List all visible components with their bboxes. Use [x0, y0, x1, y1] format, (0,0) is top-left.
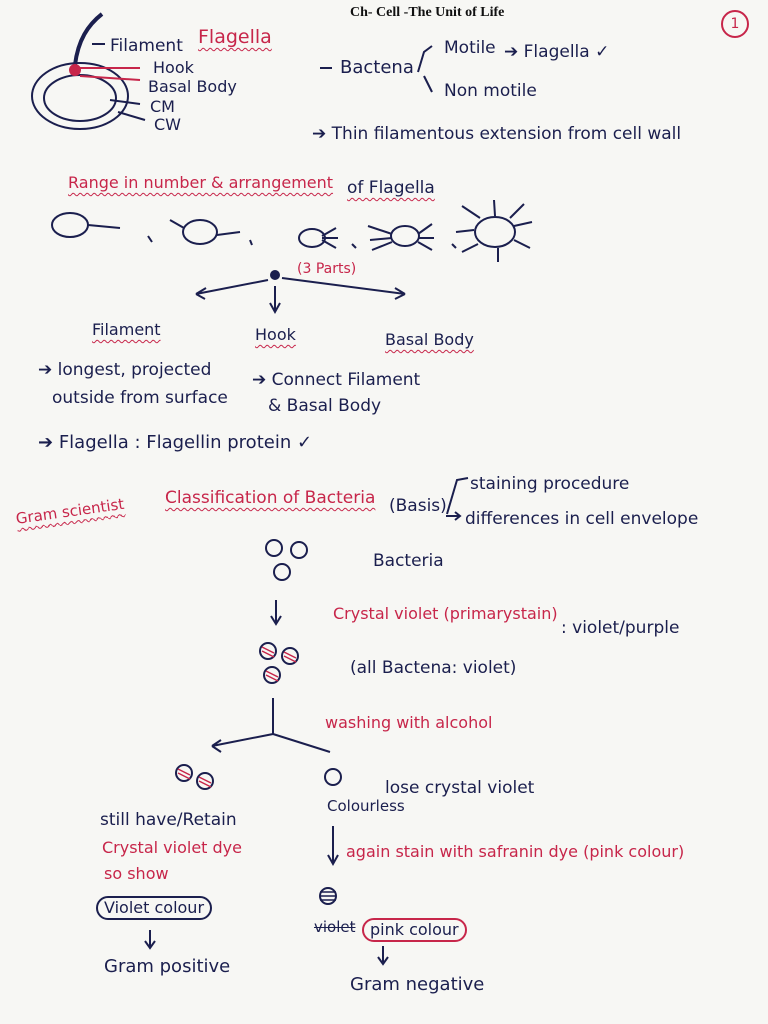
label-basal-body: Basal Body	[148, 77, 237, 96]
basis-staining: staining procedure	[470, 474, 630, 494]
bacteria-cells	[144, 539, 389, 966]
flagella-title: Flagella	[198, 26, 272, 48]
parts-branch-arrows	[195, 270, 406, 315]
classification-basis: (Basis)	[389, 496, 447, 516]
retain-note-2: Crystal violet dye	[102, 838, 242, 857]
motile-label: Motile	[444, 38, 496, 58]
filament-note-2: outside from surface	[52, 388, 228, 408]
washing-alcohol: washing with alcohol	[325, 713, 493, 732]
part-filament: Filament	[92, 320, 161, 339]
retain-note-3: so show	[104, 864, 169, 883]
basis-cell-envelope: differences in cell envelope	[465, 509, 699, 529]
crystal-violet-step: Crystal violet (primarystain)	[333, 604, 558, 623]
colourless-label: Colourless	[327, 797, 405, 815]
flagellin-protein-text: Flagella : Flagellin protein	[58, 432, 292, 453]
label-cw: CW	[154, 115, 181, 134]
hook-note-1-text: Connect Filament	[271, 370, 421, 390]
again-stain-safranin: again stain with safranin dye (pink colo…	[346, 842, 685, 861]
flagella-definition: ➔ Thin filamentous extension from cell w…	[312, 124, 682, 144]
page-header-title: Ch- Cell -The Unit of Life	[350, 5, 505, 20]
arrangement-title-a: Range in number & arrangement	[68, 173, 334, 192]
bacteria-heading: Bacteria	[373, 551, 444, 571]
flagellum-diagram	[31, 12, 433, 130]
flagellin-protein: ➔ Flagella : Flagellin protein ✓	[38, 432, 313, 453]
classification-arrows	[446, 477, 469, 521]
filament-note-1: ➔ longest, projected	[38, 360, 212, 380]
gram-positive: Gram positive	[104, 956, 231, 977]
filament-note-1-text: longest, projected	[57, 360, 212, 380]
bacteria-label: Bactena	[340, 57, 414, 78]
violet-purple: : violet/purple	[561, 618, 680, 638]
hook-note-1: ➔ Connect Filament	[252, 370, 421, 390]
label-cm: CM	[150, 97, 175, 116]
page-number: 1	[721, 10, 749, 38]
flagella-arrangement-shapes	[51, 199, 533, 262]
violet-struck: violet	[314, 918, 356, 936]
classification-title: Classification of Bacteria	[165, 488, 376, 508]
non-motile-label: Non motile	[444, 81, 537, 101]
lose-crystal-violet: lose crystal violet	[385, 778, 535, 798]
violet-colour-box: Violet colour	[96, 896, 213, 920]
three-parts-note: (3 Parts)	[297, 261, 357, 277]
arrangement-title-b: of Flagella	[347, 178, 435, 198]
gram-negative: Gram negative	[350, 974, 485, 995]
retain-note-1: still have/Retain	[100, 810, 237, 830]
part-hook: Hook	[255, 325, 296, 344]
motile-flagella: ➔ Flagella ✓	[504, 42, 610, 62]
pink-colour-box: pink colour	[362, 918, 467, 942]
all-bacteria-violet: (all Bactena: violet)	[350, 658, 517, 678]
label-filament: Filament	[110, 36, 183, 56]
part-basal-body: Basal Body	[385, 330, 474, 349]
label-hook: Hook	[153, 58, 194, 77]
flagella-definition-text: Thin filamentous extension from cell wal…	[331, 124, 682, 144]
hook-note-2: & Basal Body	[268, 396, 382, 416]
motile-flagella-text: Flagella	[523, 42, 590, 62]
